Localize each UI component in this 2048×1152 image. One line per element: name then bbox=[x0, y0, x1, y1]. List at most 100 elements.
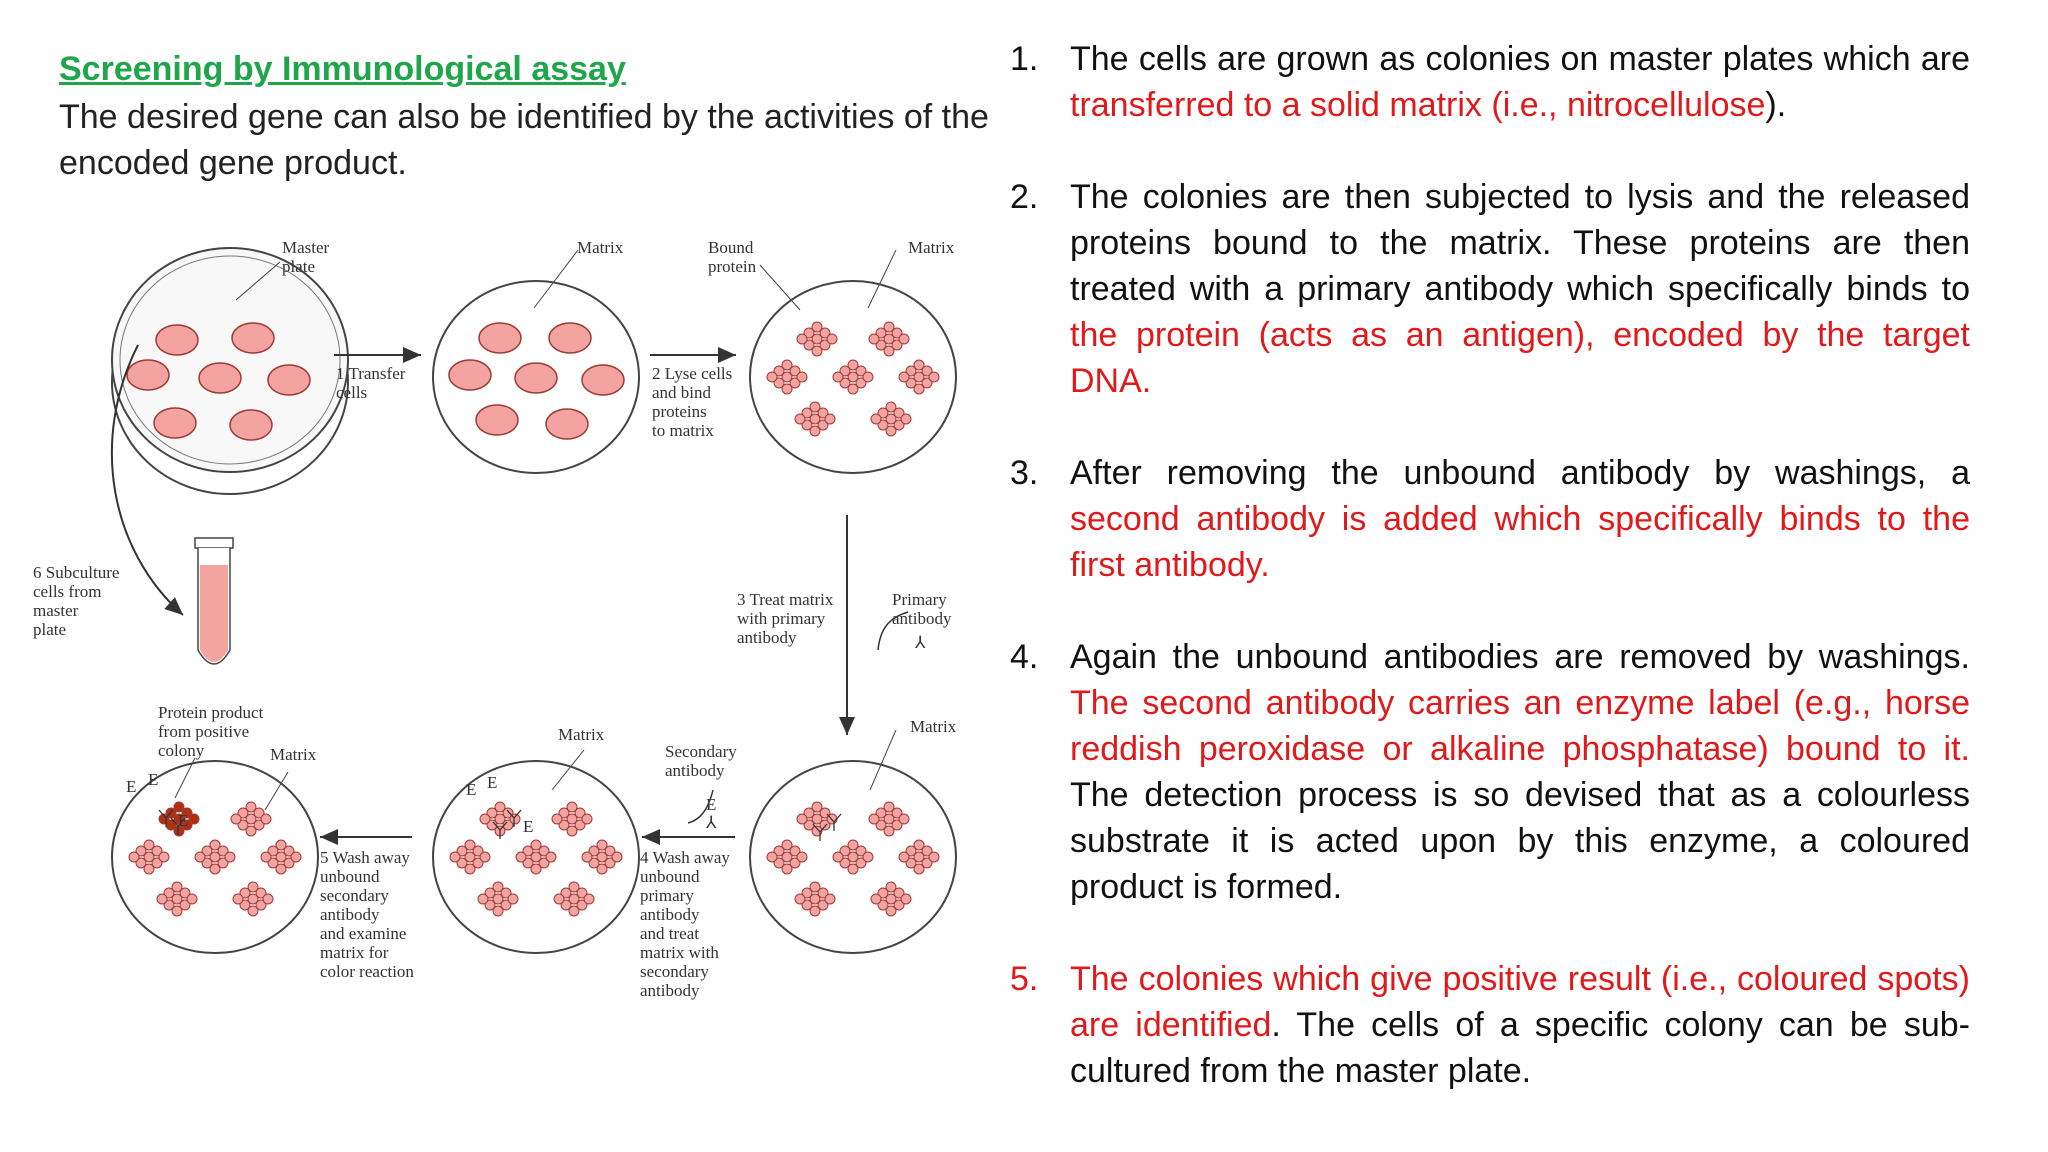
label-line: antibody bbox=[737, 628, 797, 647]
matrix-2-bound-proteins bbox=[766, 321, 940, 437]
label-line: proteins bbox=[652, 402, 707, 421]
test-tube-icon bbox=[194, 537, 234, 665]
colony-icon bbox=[229, 409, 273, 441]
label-line: Protein product bbox=[158, 703, 264, 722]
label-line: Secondary bbox=[665, 742, 737, 761]
protein-cluster-icon bbox=[794, 881, 836, 917]
step-number: 2. bbox=[1010, 178, 1039, 216]
label-line: antibody bbox=[892, 609, 952, 628]
antibody-icon bbox=[506, 809, 522, 827]
label-line: and treat bbox=[640, 924, 699, 943]
colony-icon bbox=[581, 364, 625, 396]
protein-cluster-icon bbox=[898, 359, 940, 395]
enzyme-label-e: E bbox=[487, 773, 497, 792]
label-line: with primary bbox=[737, 609, 826, 628]
label-matrix-3: Matrix bbox=[910, 717, 957, 736]
protein-cluster-icon bbox=[868, 801, 910, 837]
enzyme-label-e: E bbox=[148, 770, 158, 789]
colony-icon bbox=[153, 407, 197, 439]
label-line: and examine bbox=[320, 924, 406, 943]
colony-icon bbox=[126, 359, 170, 391]
label-line: antibody bbox=[320, 905, 380, 924]
protein-cluster-icon bbox=[156, 881, 198, 917]
protein-cluster-icon bbox=[477, 881, 519, 917]
protein-cluster-icon bbox=[551, 801, 593, 837]
step-item: 2. The colonies are then subjected to lys… bbox=[1010, 174, 1970, 404]
step-highlight-text: the protein (acts as an antigen), encode… bbox=[1070, 316, 1970, 400]
protein-cluster-icon bbox=[796, 321, 838, 357]
protein-cluster-icon bbox=[260, 839, 302, 875]
colony-icon bbox=[231, 322, 275, 354]
label-line: cells from bbox=[33, 582, 101, 601]
intro-text: The desired gene can also be identified … bbox=[59, 98, 989, 182]
step-highlight-text: transferred to a solid matrix (i.e., nit… bbox=[1070, 86, 1766, 124]
label-line: 4 Wash away bbox=[640, 848, 730, 867]
antibody-icon bbox=[492, 821, 508, 839]
antibody-icon bbox=[158, 809, 174, 827]
step-highlight-text: The second antibody carries an enzyme la… bbox=[1070, 684, 1970, 768]
label-line: antibody bbox=[640, 981, 700, 1000]
protein-cluster-icon bbox=[449, 839, 491, 875]
step-number: 3. bbox=[1010, 454, 1039, 492]
protein-cluster-icon bbox=[230, 801, 272, 837]
step-text: . The cells of a specific colony can be … bbox=[1070, 1006, 1970, 1090]
protein-cluster-icon bbox=[766, 359, 808, 395]
label-line: from positive bbox=[158, 722, 249, 741]
arrow-step-6 bbox=[110, 344, 184, 616]
protein-cluster-icon bbox=[766, 839, 808, 875]
step-number: 4. bbox=[1010, 638, 1039, 676]
label-line: cells bbox=[336, 383, 367, 402]
label-line: color reaction bbox=[320, 962, 414, 981]
master-plate-colonies bbox=[126, 322, 311, 441]
label-line: matrix for bbox=[320, 943, 389, 962]
step-item: 1. The cells are grown as colonies on mas… bbox=[1010, 36, 1970, 128]
label-line: 1 Transfer bbox=[336, 364, 406, 383]
colony-icon bbox=[198, 362, 242, 394]
protein-cluster-icon bbox=[232, 881, 274, 917]
step-text: The cells are grown as colonies on maste… bbox=[1070, 40, 1970, 78]
colony-icon bbox=[475, 404, 519, 436]
label-line: 2 Lyse cells bbox=[652, 364, 732, 383]
protein-cluster-icon bbox=[553, 881, 595, 917]
step-text: The colonies are then subjected to lysis… bbox=[1070, 178, 1970, 308]
label-line: antibody bbox=[665, 761, 725, 780]
step-number: 1. bbox=[1010, 40, 1039, 78]
label-line: secondary bbox=[640, 962, 709, 981]
label-master-plate-2: plate bbox=[282, 257, 315, 276]
label-line: colony bbox=[158, 741, 205, 760]
secondary-antibody-icon: ⅄ bbox=[705, 813, 717, 832]
procedure-steps-list: 1. The cells are grown as colonies on mas… bbox=[1010, 36, 1970, 1140]
section-heading: Screening by Immunological assay bbox=[59, 50, 626, 88]
protein-cluster-icon bbox=[581, 839, 623, 875]
positive-colony-icon bbox=[158, 801, 200, 837]
arrow-secondary-antibody bbox=[687, 789, 714, 824]
antibody-icon bbox=[812, 823, 828, 841]
step-number: 5. bbox=[1010, 960, 1039, 998]
antibody-icon bbox=[826, 813, 842, 831]
enzyme-label-e: E bbox=[466, 780, 476, 799]
protein-cluster-icon bbox=[832, 839, 874, 875]
label-line: unbound bbox=[640, 867, 700, 886]
step-text: Again the unbound antibodies are removed… bbox=[1070, 638, 1970, 676]
enzyme-label-e: E bbox=[126, 777, 136, 796]
colony-icon bbox=[267, 364, 311, 396]
label-bound-protein-1: Bound bbox=[708, 238, 754, 257]
label-line: plate bbox=[33, 620, 66, 639]
arrow-primary-antibody bbox=[877, 611, 909, 651]
matrix-1-colonies bbox=[448, 322, 625, 440]
colony-icon bbox=[545, 408, 589, 440]
label-matrix-4: Matrix bbox=[558, 725, 605, 744]
colony-icon bbox=[548, 322, 592, 354]
protein-cluster-icon bbox=[870, 881, 912, 917]
label-line: 5 Wash away bbox=[320, 848, 410, 867]
